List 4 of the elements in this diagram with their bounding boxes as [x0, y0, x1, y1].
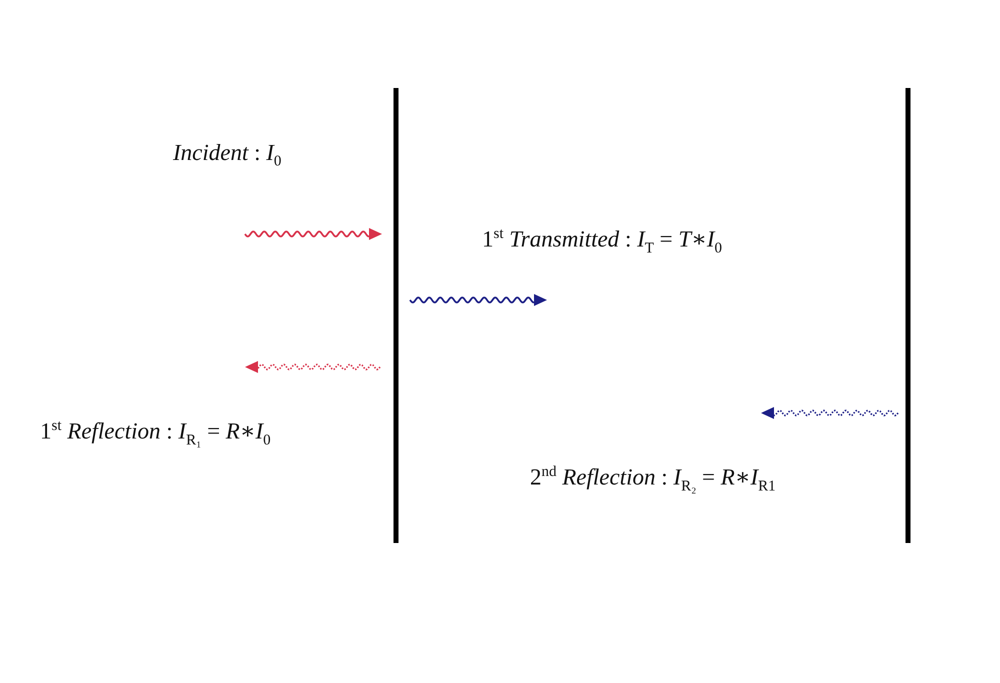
- equation-label: 1$^{st}$ Transmitted : I$_{T}$ = T∗I$_{0}$: [482, 226, 722, 257]
- equation-label: 2$^{nd}$ Reflection : I$_{R₂}$ = R∗I$_{R1}$: [530, 464, 776, 495]
- equation-label: Incident : I$_{0}$: [173, 140, 282, 170]
- equation-label: 1$^{st}$ Reflection : I$_{R₁}$ = R∗I$_{0}$: [40, 418, 271, 449]
